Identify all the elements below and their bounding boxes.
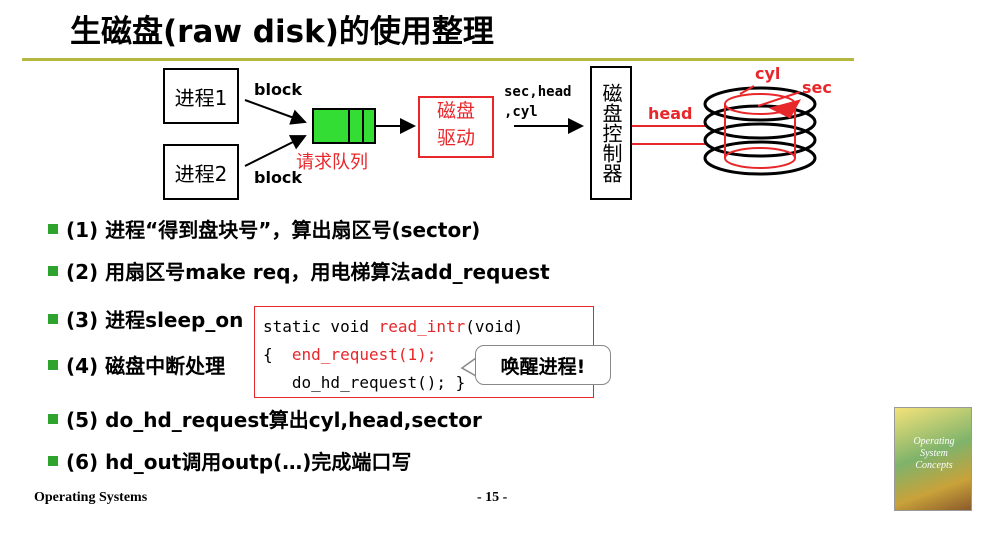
- callout-bubble: 唤醒进程!: [475, 345, 611, 385]
- head-label: head: [648, 104, 693, 123]
- book-cover-image: Operating System Concepts: [894, 407, 972, 511]
- process-1-box: 进程1: [163, 68, 239, 124]
- footer-course: Operating Systems: [34, 490, 148, 505]
- slide-title: 生磁盘(raw disk)的使用整理: [70, 14, 494, 50]
- code-line-1: static void read_intr(void): [263, 317, 524, 336]
- driver-line-2: 驱动: [436, 127, 475, 149]
- bullet-2-text: (2) 用扇区号make req，用电梯算法add_request: [66, 260, 550, 284]
- bullet-1-text: (1) 进程“得到盘块号”，算出扇区号(sector): [66, 218, 481, 242]
- sector-wedge: [768, 99, 802, 119]
- bullet-4: (4) 磁盘中断处理: [48, 350, 225, 379]
- cyl-pointer-line: [739, 85, 755, 95]
- process-2-label: 进程2: [174, 161, 228, 186]
- block-label-bottom: block: [254, 168, 303, 187]
- process-2-box: 进程2: [163, 144, 239, 200]
- footer-page-number: - 15 -: [477, 490, 508, 505]
- request-queue-label: 请求队列: [296, 152, 368, 173]
- sec-label: sec: [802, 78, 832, 97]
- bullet-6: (6) hd_out调用outp(…)完成端口写: [48, 446, 411, 475]
- bullet-3: (3) 进程sleep_on: [48, 304, 243, 333]
- cylinder-bottom-ring: [724, 147, 796, 169]
- bullet-1: (1) 进程“得到盘块号”，算出扇区号(sector): [48, 214, 480, 243]
- bullet-3-text: (3) 进程sleep_on: [66, 308, 244, 332]
- code-line-3: do_hd_request(); }: [263, 373, 466, 392]
- block-label-top: block: [254, 80, 303, 99]
- title-divider: [22, 58, 854, 61]
- params-line-2: ,cyl: [504, 104, 538, 120]
- bullet-4-text: (4) 磁盘中断处理: [66, 354, 226, 378]
- bullet-5-text: (5) do_hd_request算出cyl,head,sector: [66, 408, 482, 432]
- disk-driver-box: 磁盘 驱动: [418, 96, 494, 158]
- bullet-2: (2) 用扇区号make req，用电梯算法add_request: [48, 256, 550, 285]
- sector-pointer-line: [757, 91, 801, 107]
- code-line-2: { end_request(1);: [263, 345, 437, 364]
- controller-label: 磁盘控制器: [599, 83, 623, 183]
- driver-line-1: 磁盘: [436, 100, 475, 122]
- callout-text: 唤醒进程!: [500, 355, 586, 378]
- process-1-label: 进程1: [174, 85, 228, 110]
- cyl-label: cyl: [755, 64, 781, 83]
- request-queue-icon: [312, 108, 376, 144]
- params-line-1: sec,head: [504, 84, 572, 100]
- arrow-process2-to-queue: [244, 135, 307, 167]
- disk-controller-box: 磁盘控制器: [590, 66, 632, 200]
- bullet-5: (5) do_hd_request算出cyl,head,sector: [48, 404, 482, 433]
- arrow-process1-to-queue: [244, 99, 307, 125]
- bullet-6-text: (6) hd_out调用outp(…)完成端口写: [66, 450, 412, 474]
